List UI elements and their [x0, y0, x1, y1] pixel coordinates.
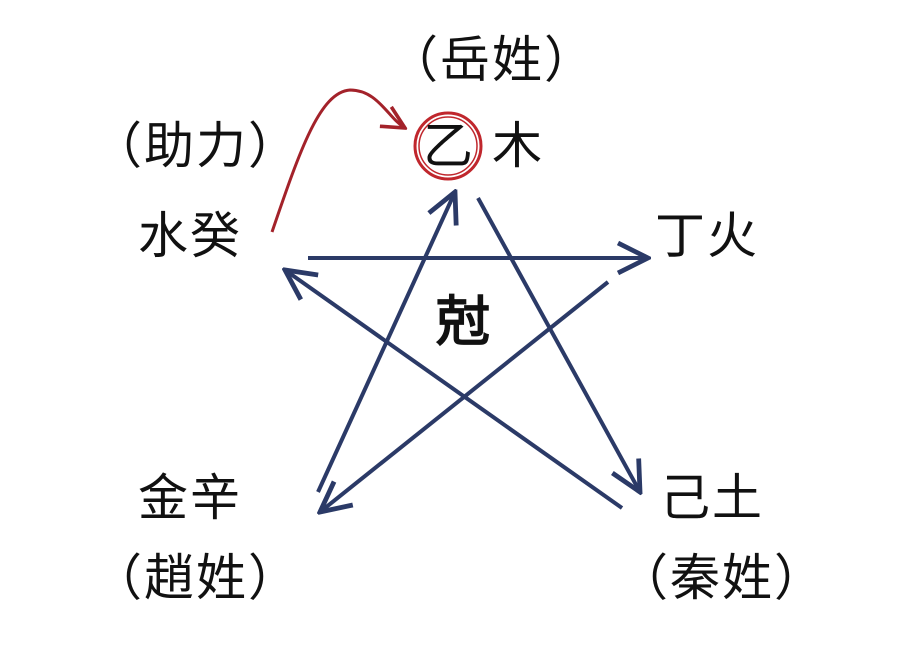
- right-node-fire: 丁火: [655, 207, 759, 265]
- arrow-wood-to-earth: [476, 197, 640, 492]
- center-label: 尅: [436, 290, 490, 353]
- top-node-mu: 木: [492, 117, 542, 175]
- left-note-label: （助力）: [92, 117, 300, 175]
- top-node-yi: 乙: [423, 117, 473, 175]
- bottom-right-note-label: （秦姓）: [618, 549, 826, 607]
- curved-arrow-water-to-wood: [270, 88, 405, 233]
- bottom-left-note-label: （趙姓）: [92, 549, 300, 607]
- bottom-right-node-earth: 己土: [660, 469, 764, 527]
- highlight-circle: [413, 111, 483, 181]
- bottom-left-node-metal: 金辛: [138, 469, 242, 527]
- arrow-earth-to-water: [285, 270, 624, 510]
- highlight-circle-inner: [418, 116, 478, 176]
- left-node-water: 水癸: [138, 207, 242, 265]
- top-note-label: （岳姓）: [388, 31, 596, 89]
